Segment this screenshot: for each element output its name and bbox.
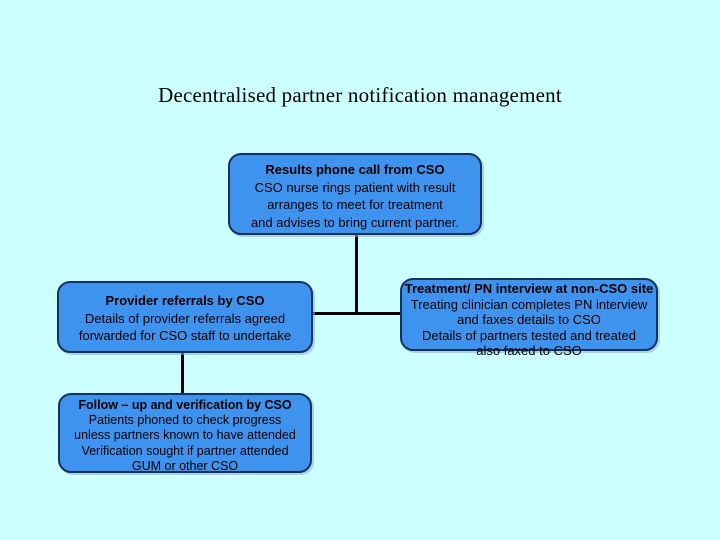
results-box-line: CSO nurse rings patient with result — [254, 179, 456, 195]
followup-box-line: Verification sought if partner attended — [81, 443, 289, 458]
treatment-box-line: also faxed to CSO — [476, 343, 582, 359]
flow-box-treatment-pn-interview: Treatment/ PN interview at non-CSO site … — [400, 278, 658, 358]
flow-box-follow-up-verification: Follow – up and verification by CSO Pati… — [58, 393, 312, 473]
slide-title: Decentralised partner notification manag… — [158, 83, 562, 107]
treatment-box-line: Treating clinician completes PN intervie… — [410, 296, 648, 312]
followup-box-heading: Follow – up and verification by CSO — [78, 398, 292, 412]
followup-box-line: unless partners known to have attended — [74, 428, 296, 443]
connector-provider-to-treatment — [313, 312, 400, 315]
followup-box-line: GUM or other CSO — [131, 458, 239, 473]
provider-box-line: Details of provider referrals agreed — [84, 310, 286, 326]
provider-box-heading: Provider referrals by CSO — [105, 293, 265, 308]
provider-box-line: forwarded for CSO staff to undertake — [78, 328, 292, 343]
treatment-box-line: Details of partners tested and treated — [422, 327, 636, 343]
followup-box-line: Patients phoned to check progress — [88, 413, 282, 428]
treatment-box-line: and faxes details to CSO — [457, 312, 601, 328]
results-box-heading: Results phone call from CSO — [265, 162, 445, 177]
flow-box-provider-referrals: Provider referrals by CSO Details of pro… — [57, 281, 313, 353]
results-box-line: and advises to bring current partner. — [250, 214, 460, 230]
flow-box-results-phone-call: Results phone call from CSO CSO nurse ri… — [228, 153, 482, 235]
results-box-line: arranges to meet for treatment — [267, 197, 443, 212]
connector-results-to-junction — [355, 235, 358, 315]
connector-provider-to-followup — [181, 353, 184, 393]
treatment-box-heading: Treatment/ PN interview at non-CSO site — [404, 281, 654, 296]
